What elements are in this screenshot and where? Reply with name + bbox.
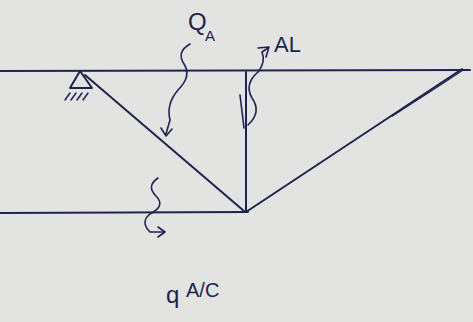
vertical-member (245, 72, 247, 211)
sloped-member (246, 69, 462, 212)
force-symbol: Q (188, 10, 207, 34)
member-mark (240, 95, 244, 128)
leader-arrow (258, 47, 269, 57)
sloped-member-stroke (392, 70, 463, 116)
leader-line (145, 178, 164, 232)
leader-arrow (158, 227, 165, 237)
leader-line (248, 48, 268, 125)
force-subscript: A (205, 28, 215, 43)
stress-fraction: A/C (186, 280, 219, 300)
diagonal-member (85, 75, 244, 211)
stress-symbol: q (166, 283, 179, 307)
support-hatch (65, 93, 88, 100)
leader-arrow (161, 128, 172, 136)
bottom-line (0, 212, 248, 213)
leader-line (166, 44, 190, 134)
top-line (0, 70, 470, 71)
support-symbol (70, 71, 92, 88)
member-label: AL (274, 34, 301, 56)
